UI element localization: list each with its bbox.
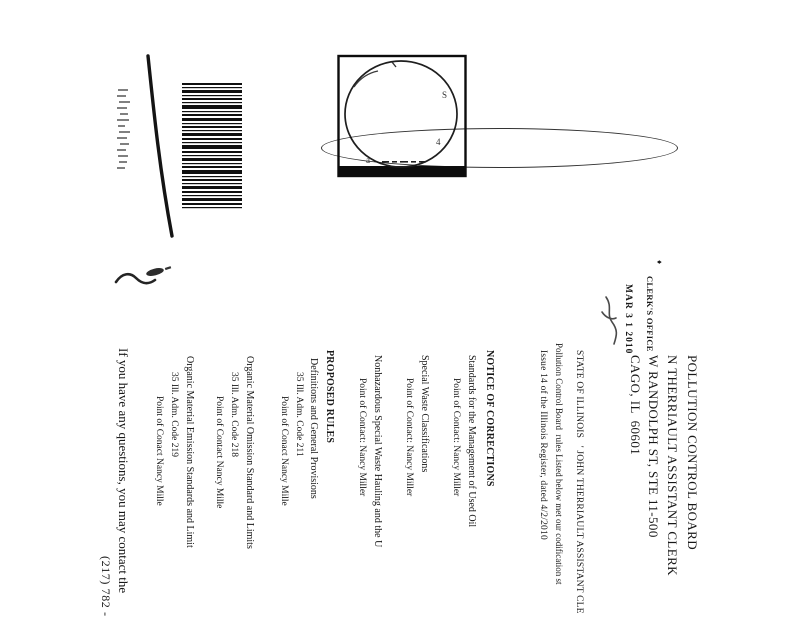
- codification-line: Pollution Control Board rules Listed bel…: [554, 343, 564, 585]
- closing-phone-line: (217) 782 - 7017.: [99, 556, 113, 618]
- register-line: Issue 14 of the Illinois Register, dated…: [538, 350, 548, 540]
- notice-item-title: Standards for the Management of Used Oil: [466, 355, 477, 528]
- notice-item-title: Special Waste Classifications: [419, 355, 430, 473]
- recipient-line: STATE OF ILLINOIS ' JOHN THERRIAULT ASSI…: [574, 350, 584, 614]
- rule-item-title: Definitions and General Provisions: [308, 358, 319, 499]
- rule-item-code: 35 Ill. Adm. Code 219: [169, 372, 179, 457]
- handwritten-mark-icon: [601, 296, 618, 345]
- letterhead-city-line: CAGO, IL 60601: [628, 355, 643, 456]
- barcode-icon: [182, 83, 242, 209]
- letterhead-street-line: W RANDOLPH ST, STE 11-500: [646, 355, 661, 538]
- stamp-circle-mark: S: [442, 90, 447, 100]
- rule-item-code: 35 Ill. Adm. Code 211: [294, 372, 304, 457]
- rule-item-title: Organic Material Omission Standard and L…: [244, 356, 255, 549]
- stamp-office-line: CLERK'S OFFICE: [645, 276, 655, 352]
- notice-item-contact: Point of Contact: Nancy Miller: [404, 378, 414, 497]
- pen-stroke-icon: [146, 54, 174, 238]
- rule-item-title: Organic Material Emission Standards and …: [184, 356, 195, 548]
- scan-artifact-marks-icon: [117, 89, 130, 169]
- letterhead-clerk-name: N THERRIAULT ASSISTANT CLERK: [665, 355, 680, 576]
- letterhead-board-name: POLLUTION CONTROL BOARD: [685, 355, 700, 551]
- closing-question-line: If you have any questions, you may conta…: [116, 348, 131, 594]
- stamp-diamond-mark: ♦: [655, 260, 664, 265]
- rule-item-contact: Point of Conact Nancy Mille: [154, 396, 164, 506]
- proposed-rules-heading: PROPOSED RULES: [324, 350, 335, 444]
- rule-item-code: 35 Ill. Adm. Code 218: [229, 372, 239, 457]
- rule-item-contact: Point of Contact Nancy Mille: [214, 396, 224, 509]
- notice-of-corrections-heading: NOTICE OF CORRECTIONS: [484, 350, 495, 487]
- notice-item-contact: Point of Contact: Nancy Miller: [451, 378, 461, 497]
- notice-item-contact: Point of Contact: Nancy Miller: [357, 378, 367, 497]
- stamp-date-line: MAR 3 1 2010: [623, 284, 633, 355]
- ink-smudge-icon: [114, 266, 172, 285]
- rule-item-contact: Point of Conact Nancy Mille: [279, 396, 289, 506]
- notice-item-title: Nonhazardous Special Waste Hauling and t…: [372, 355, 383, 548]
- postmark-ellipse-icon: [321, 128, 678, 168]
